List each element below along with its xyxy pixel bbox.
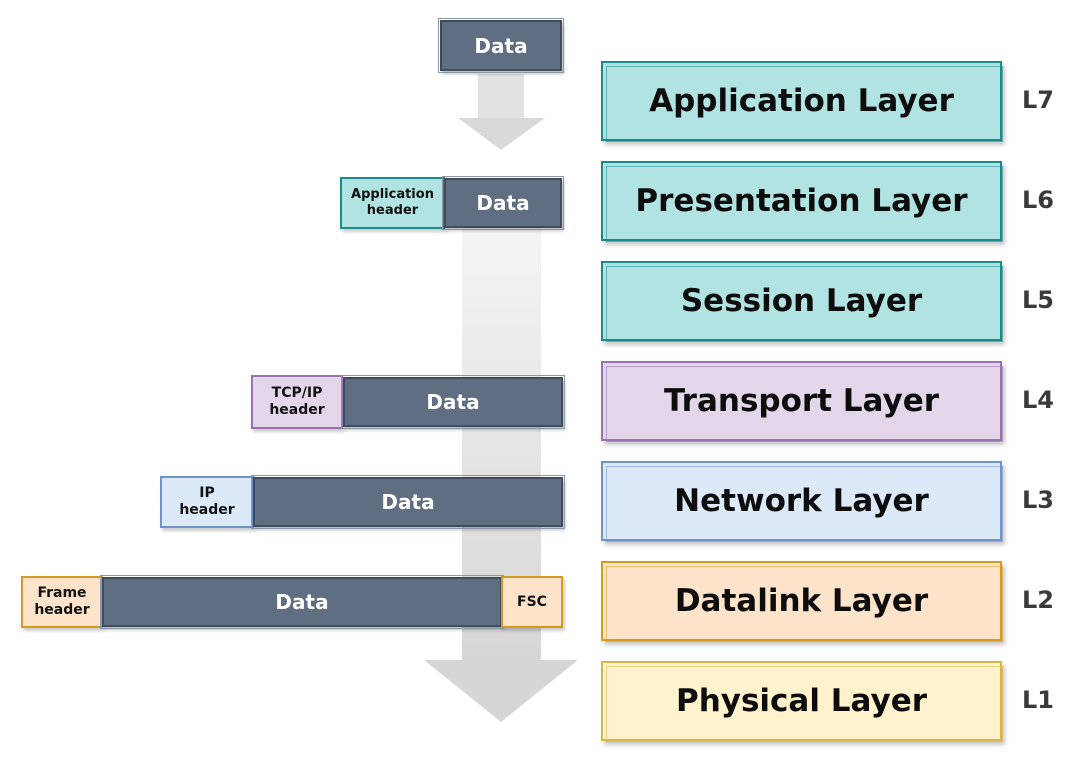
application-header-block: Application header <box>340 177 445 229</box>
application-layer: Application Layer <box>601 61 1003 142</box>
ip-header-label: IP header <box>179 485 235 518</box>
data-label: Data <box>275 590 329 614</box>
presentation-data-block: Data <box>442 176 564 230</box>
frame-data-block: Data <box>100 575 504 629</box>
physical-layer: Physical Layer <box>601 661 1003 742</box>
layer-name: Presentation Layer <box>635 183 968 219</box>
layer-name: Session Layer <box>680 283 923 319</box>
session-layer: Session Layer <box>601 261 1003 342</box>
layer-name: Datalink Layer <box>674 583 929 619</box>
tcp-ip-header-block: TCP/IP header <box>251 375 343 429</box>
layer-name: Transport Layer <box>663 383 940 419</box>
long-down-arrow <box>424 228 578 722</box>
tcp-ip-header-label: TCP/IP header <box>269 385 325 418</box>
data-label: Data <box>474 33 528 58</box>
level-label-l5: L5 <box>1022 286 1054 314</box>
network-data-block: Data <box>251 475 565 529</box>
application-header-label: Application header <box>351 187 434 218</box>
frame-header-block: Frame header <box>21 576 103 628</box>
data-label: Data <box>476 191 530 215</box>
presentation-layer: Presentation Layer <box>601 161 1003 242</box>
layer-name: Physical Layer <box>675 683 928 719</box>
fsc-label: FSC <box>517 593 547 610</box>
level-label-l1: L1 <box>1022 686 1054 714</box>
application-data-block: Data <box>438 18 564 73</box>
transport-layer: Transport Layer <box>601 361 1003 442</box>
layer-name: Network Layer <box>674 483 929 519</box>
datalink-layer: Datalink Layer <box>601 561 1003 642</box>
data-label: Data <box>426 390 480 414</box>
fsc-trailer-block: FSC <box>501 576 563 628</box>
frame-header-label: Frame header <box>34 585 90 618</box>
level-label-l3: L3 <box>1022 486 1054 514</box>
data-label: Data <box>381 490 435 514</box>
ip-header-block: IP header <box>160 476 254 528</box>
level-label-l2: L2 <box>1022 586 1054 614</box>
level-label-l4: L4 <box>1022 386 1054 414</box>
level-label-l7: L7 <box>1022 86 1054 114</box>
layer-name: Application Layer <box>649 83 954 119</box>
transport-data-block: Data <box>341 375 565 429</box>
network-layer: Network Layer <box>601 461 1003 542</box>
short-down-arrow <box>458 74 545 150</box>
level-label-l6: L6 <box>1022 186 1054 214</box>
